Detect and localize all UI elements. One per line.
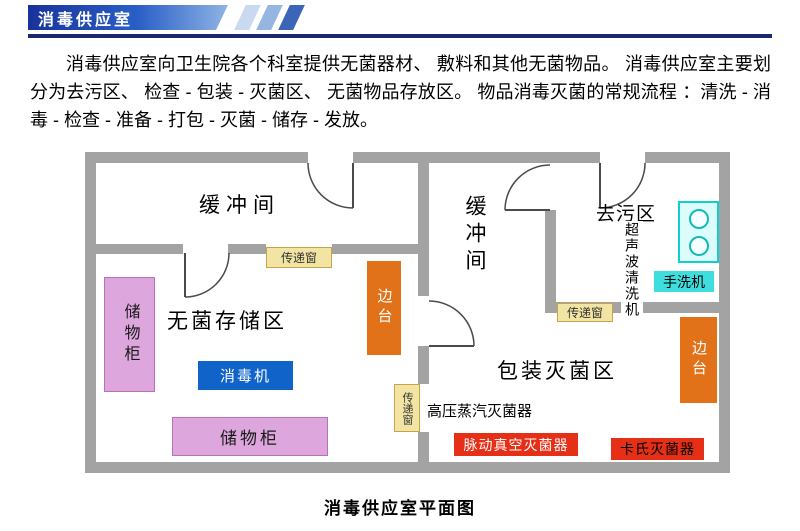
wall-segment — [418, 432, 429, 462]
side-table-left: 边台 — [367, 261, 401, 355]
cassette-sterilizer: 卡氏灭菌器 — [611, 438, 704, 460]
wall-segment — [418, 346, 429, 384]
hand-washer-label: 手洗机 — [654, 271, 714, 292]
header-divider — [28, 34, 772, 38]
wall-segment — [96, 244, 183, 254]
wall-segment — [85, 152, 308, 163]
door-arc — [307, 162, 354, 209]
wall-segment — [85, 462, 730, 473]
title-banner: 消毒供应室 — [28, 5, 228, 30]
wall-segment — [228, 244, 266, 254]
pass-window-top: 传递窗 — [266, 247, 332, 268]
sink-basin-icon — [688, 235, 709, 256]
sink-basin-icon — [688, 208, 709, 229]
door-arc — [428, 300, 475, 347]
wall-segment — [545, 210, 556, 302]
caption: 消毒供应室平面图 — [324, 499, 476, 518]
room-label-sterile-storage: 无菌存储区 — [167, 310, 287, 333]
ultrasonic-cleaner-label: 超声波清洗机 — [621, 221, 643, 319]
pass-window-right: 传递窗 — [557, 303, 613, 322]
pass-window-mid: 传递窗 — [394, 384, 420, 432]
banner-stripe-icon — [278, 5, 305, 30]
wall-segment — [85, 152, 96, 473]
pulse-vacuum-sterilizer: 脉动真空灭菌器 — [454, 433, 578, 456]
wall-segment — [332, 244, 428, 254]
storage-cabinet-left: 储物柜 — [104, 277, 155, 392]
storage-cabinet-bottom: 储物柜 — [172, 417, 328, 456]
wall-segment — [418, 163, 429, 296]
room-label-decontamination: 去污区 — [596, 204, 657, 225]
page-title: 消毒供应室 — [38, 11, 134, 29]
intro-paragraph: 消毒供应室向卫生院各个科室提供无菌器材、 敷料和其他无菌物品。 消毒供应室主要划… — [30, 54, 771, 130]
disinfector-unit: 消毒机 — [198, 361, 293, 390]
wall-segment — [353, 152, 600, 163]
door-arc — [184, 252, 230, 298]
autoclave-label: 高压蒸汽灭菌器 — [427, 403, 533, 420]
side-table-right: 边台 — [680, 317, 717, 403]
room-label-packing: 包装灭菌区 — [497, 360, 617, 383]
room-label-buffer-left: 缓冲间 — [199, 194, 280, 217]
room-label-buffer-right: 缓冲间 — [463, 195, 486, 276]
door-arc — [504, 164, 551, 211]
hand-washer-sinks — [678, 201, 719, 263]
wall-segment — [645, 152, 730, 163]
